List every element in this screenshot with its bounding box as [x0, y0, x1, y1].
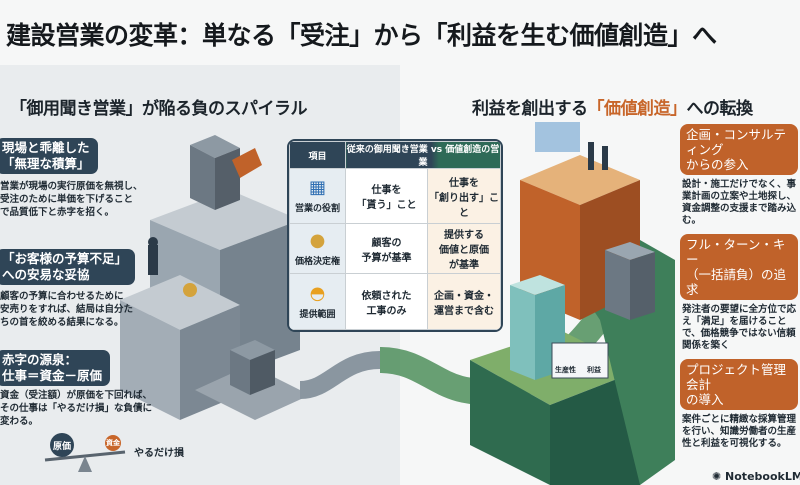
- balance-scale-illustration: [44, 433, 126, 472]
- gauge-productivity-label: 生産性: [555, 365, 576, 374]
- table-row: ▦ 営業の役割 仕事を「貰う」こと 仕事を「創り出す」こと: [289, 168, 501, 224]
- scale-result-label: やるだけ損: [134, 448, 184, 459]
- left-label-1: 現場と乖離した「無理な積算」: [0, 138, 98, 174]
- left-body-1: 営業が現場の実行原価を無視し、受注のために単価を下げることで品質低下と赤字を招く…: [0, 181, 143, 218]
- row-item: 営業の役割: [294, 204, 340, 214]
- left-body-2: 顧客の予算に合わせるために安売りをすれば、結局は自分たちの首を絞める結果になる。: [0, 291, 134, 328]
- table-header-vs: vs: [430, 145, 443, 155]
- left-label-2: 「お客様の予算不足」への安易な妥協: [0, 249, 136, 285]
- office-building-illustration: 生産性 利益: [510, 242, 655, 380]
- scale-coin-label: 資金: [106, 439, 120, 447]
- right-body-1: 設計・施工だけでなく、事業計画の立案や土地探し、資金調整の支援まで踏み込む。: [682, 179, 797, 226]
- right-body-3: 案件ごとに精緻な採算管理を行い、知識労働者の生産性と利益を可視化する。: [682, 414, 797, 449]
- right-body-2: 発注者の要望に全方位で応え「満足」を届けることで、価格競争ではない信頼関係を築く: [682, 304, 797, 351]
- right-label-3: プロジェクト管理会計の導入: [680, 359, 798, 410]
- right-heading-accent: 「価値創造」: [587, 99, 688, 119]
- right-label-1: 企画・コンサルティングからの参入: [680, 124, 798, 175]
- grey-pillars-illustration: [120, 135, 381, 420]
- table-header-item: 項目: [289, 141, 346, 169]
- page-title: 建設営業の変革：単なる「受注」から「利益を生む価値創造」へ: [6, 21, 717, 50]
- table-row: ● 価格決定権 顧客の予算が基準 提供する価値と原価が基準: [289, 223, 501, 274]
- table-header-compare: 従来の御用聞き営業 vs 価値創造の営業: [345, 141, 501, 169]
- right-heading-pre: 利益を創出する: [472, 99, 588, 119]
- gauge-profit-label: 利益: [587, 365, 601, 374]
- coins-icon: ●: [309, 229, 326, 251]
- table-header-old: 従来の御用聞き営業: [346, 145, 428, 155]
- badge-text: NotebookLM: [725, 470, 800, 483]
- notebooklm-badge: ✺ NotebookLM: [712, 470, 800, 483]
- row-old: 仕事を「貰う」こと: [345, 168, 428, 224]
- row-old: 依頼された工事のみ: [345, 273, 428, 330]
- blueprint-icon: ▦: [308, 177, 326, 198]
- right-heading-post: への転換: [686, 99, 754, 119]
- row-new: 仕事を「創り出す」こと: [427, 168, 501, 224]
- row-new: 提供する価値と原価が基準: [427, 223, 501, 274]
- row-old: 顧客の予算が基準: [345, 223, 428, 274]
- scale-weight-label: 原価: [52, 442, 71, 452]
- row-new: 企画・資金・運営まで含む: [427, 273, 501, 330]
- row-item: 価格決定権: [294, 256, 340, 267]
- row-item: 提供範囲: [299, 309, 336, 320]
- right-column: 企画・コンサルティングからの参入 設計・施工だけでなく、事業計画の立案や土地探し…: [680, 124, 798, 457]
- table-row: ◓ 提供範囲 依頼された工事のみ 企画・資金・運営まで含む: [289, 273, 501, 330]
- right-heading: 利益を創出する「価値創造」への転換: [472, 94, 753, 119]
- hardhat-icon: ◓: [309, 282, 326, 304]
- left-label-3: 赤字の源泉：仕事＝資金－原価: [0, 350, 111, 386]
- right-label-2: フル・ターン・キー（一括請負）の追求: [680, 234, 798, 300]
- comparison-table: 項目 従来の御用聞き営業 vs 価値創造の営業 ▦ 営業の役割 仕事を「貰う」こと…: [287, 139, 503, 332]
- left-body-3: 資金（受注額）が原価を下回れば、その仕事は「やるだけ損」な負債に変わる。: [0, 390, 153, 427]
- illustration: 生産性 利益: [44, 122, 675, 485]
- left-heading: 「御用聞き営業」が陥る負のスパイラル: [10, 99, 308, 119]
- table-header-new: 価値創造の営業: [418, 145, 500, 168]
